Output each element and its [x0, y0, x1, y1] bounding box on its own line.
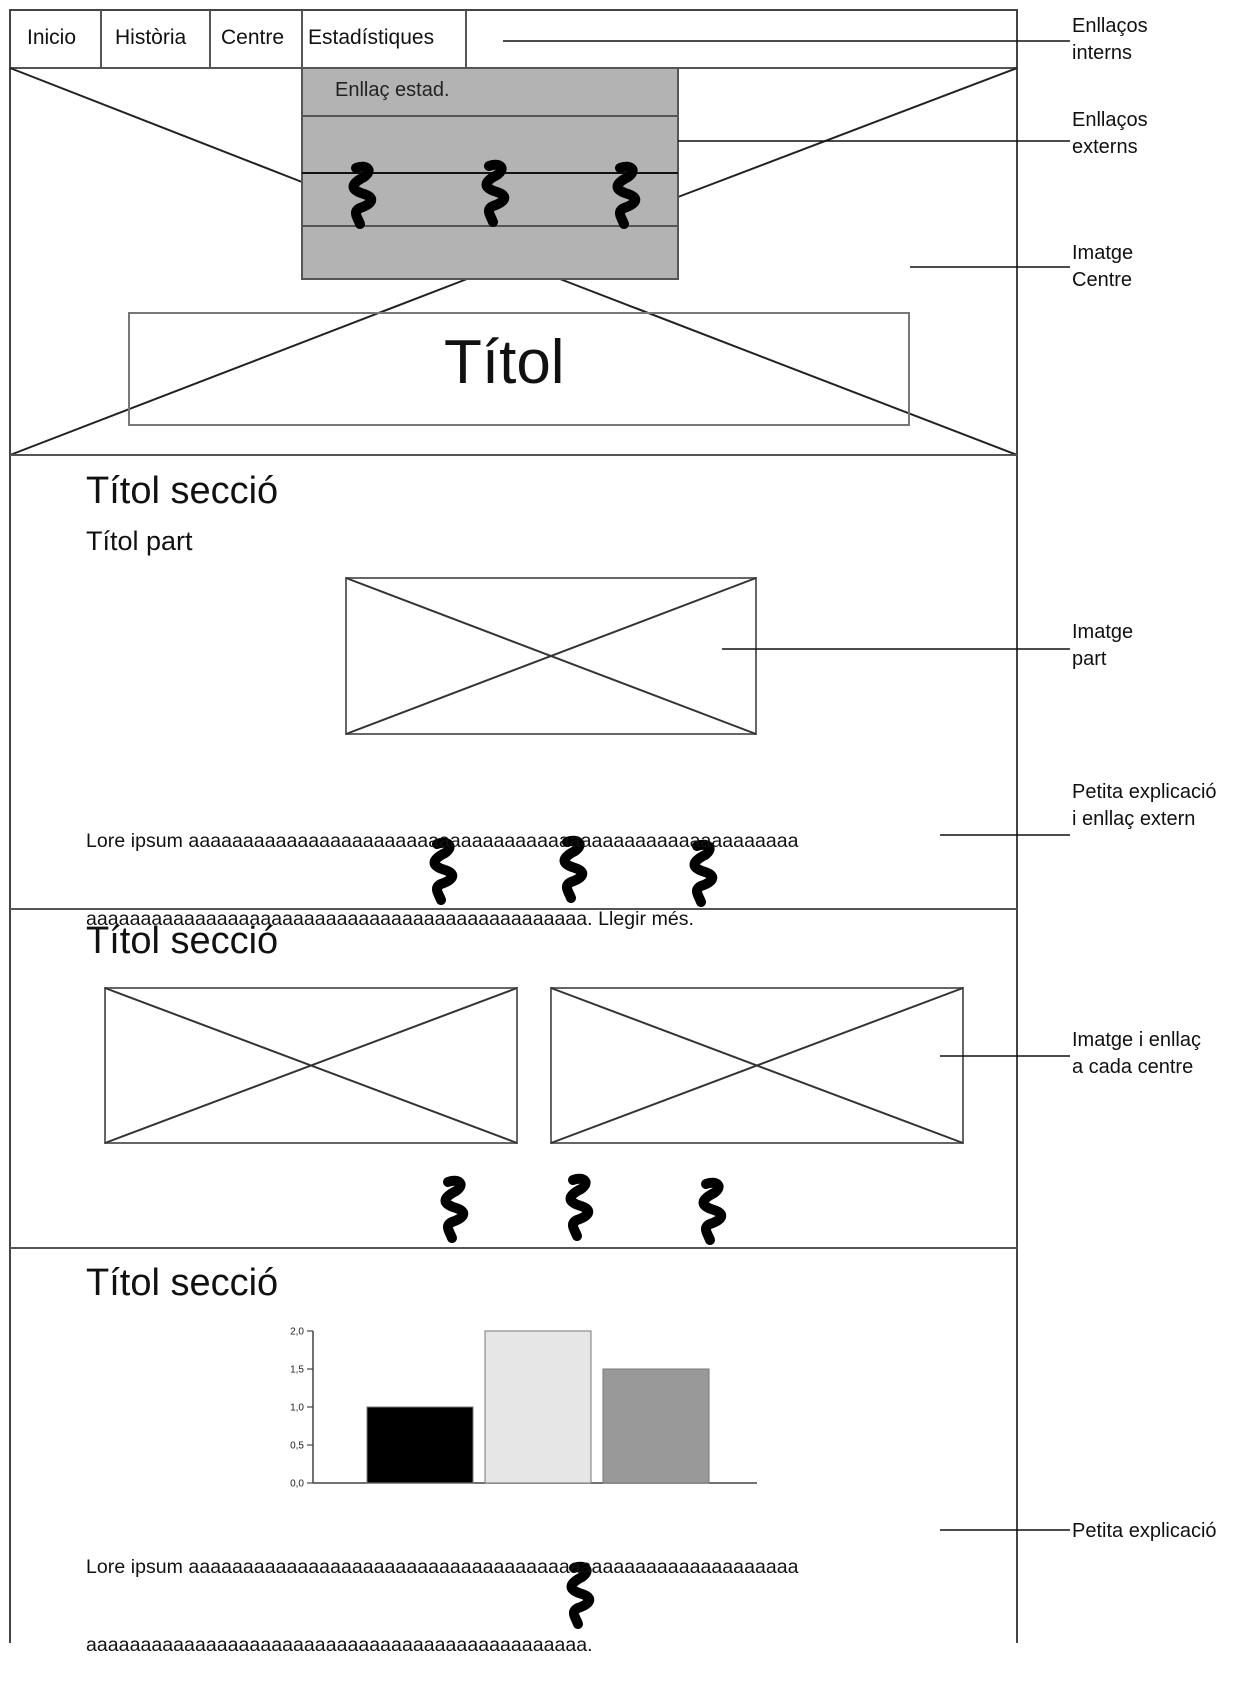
chart-bar — [366, 1406, 474, 1484]
text-line: Lore ipsum aaaaaaaaaaaaaaaaaaaaaaaaaaaaa… — [86, 1556, 799, 1578]
center-image-placeholder-2 — [550, 987, 964, 1144]
annotation-external-links: Enllaços externs — [1072, 109, 1148, 158]
annotation-explanation: Petita explicació — [1072, 1520, 1217, 1542]
hero-title-box — [128, 312, 910, 426]
section-title: Títol secció — [86, 920, 279, 962]
annotation-image-link-center: Imatge i enllaç a cada centre — [1072, 1029, 1201, 1078]
chart-y-tick-label: 2,0 — [290, 1327, 304, 1338]
hero-image-cross — [677, 67, 1018, 198]
part-image-placeholder — [345, 577, 757, 735]
annotation-explanation-link: Petita explicació i enllaç extern — [1072, 781, 1217, 830]
chart-bar — [484, 1330, 592, 1484]
wireframe-canvas: 0,0 0,5 1,0 1,5 2,0 — [9, 9, 1070, 1643]
text-line-with-read-more-link[interactable]: aaaaaaaaaaaaaaaaaaaaaaaaaaaaaaaaaaaaaaaa… — [86, 908, 695, 930]
hero-image-cross — [9, 278, 468, 456]
section-title: Títol secció — [86, 470, 279, 512]
chart-description: Lore ipsum aaaaaaaaaaaaaaaaaaaaaaaaaaaaa… — [86, 1502, 946, 1684]
part-title: Títol part — [86, 526, 193, 556]
text-line: aaaaaaaaaaaaaaaaaaaaaaaaaaaaaaaaaaaaaaaa… — [86, 1634, 593, 1656]
annotation-internal-links: Enllaços interns — [1072, 15, 1148, 64]
text-line: Lore ipsum aaaaaaaaaaaaaaaaaaaaaaaaaaaaa… — [86, 830, 799, 852]
squiggle-icon — [704, 1183, 722, 1240]
section-title: Títol secció — [86, 1262, 279, 1304]
hero-image-cross — [559, 278, 1018, 456]
annotation-center-image: Imatge Centre — [1072, 242, 1134, 291]
squiggle-icon — [446, 1181, 464, 1238]
annotation-part-image: Imatge part — [1072, 621, 1134, 670]
bar-chart: 0,0 0,5 1,0 1,5 2,0 — [290, 1327, 757, 1490]
stats-link[interactable]: Enllaç estad. — [335, 79, 450, 101]
nav-link-estadistiques[interactable]: Estadístiques — [308, 26, 435, 49]
chart-bar — [602, 1368, 710, 1484]
hero-image-cross — [9, 67, 303, 183]
chart-y-tick-label: 0,0 — [290, 1479, 304, 1490]
nav-link-centre[interactable]: Centre — [221, 26, 285, 49]
nav-link-historia[interactable]: Història — [115, 26, 187, 49]
squiggle-icon — [571, 1179, 589, 1236]
nav-link-inicio[interactable]: Inicio — [27, 26, 77, 49]
chart-y-tick-label: 0,5 — [290, 1441, 304, 1452]
page-frame — [9, 9, 1018, 1643]
center-image-placeholder-1 — [104, 987, 518, 1144]
chart-y-tick-label: 1,0 — [290, 1403, 304, 1414]
part-description: Lore ipsum aaaaaaaaaaaaaaaaaaaaaaaaaaaaa… — [86, 776, 946, 958]
hero-title: Títol — [444, 328, 565, 397]
chart-y-tick-label: 1,5 — [290, 1365, 304, 1376]
